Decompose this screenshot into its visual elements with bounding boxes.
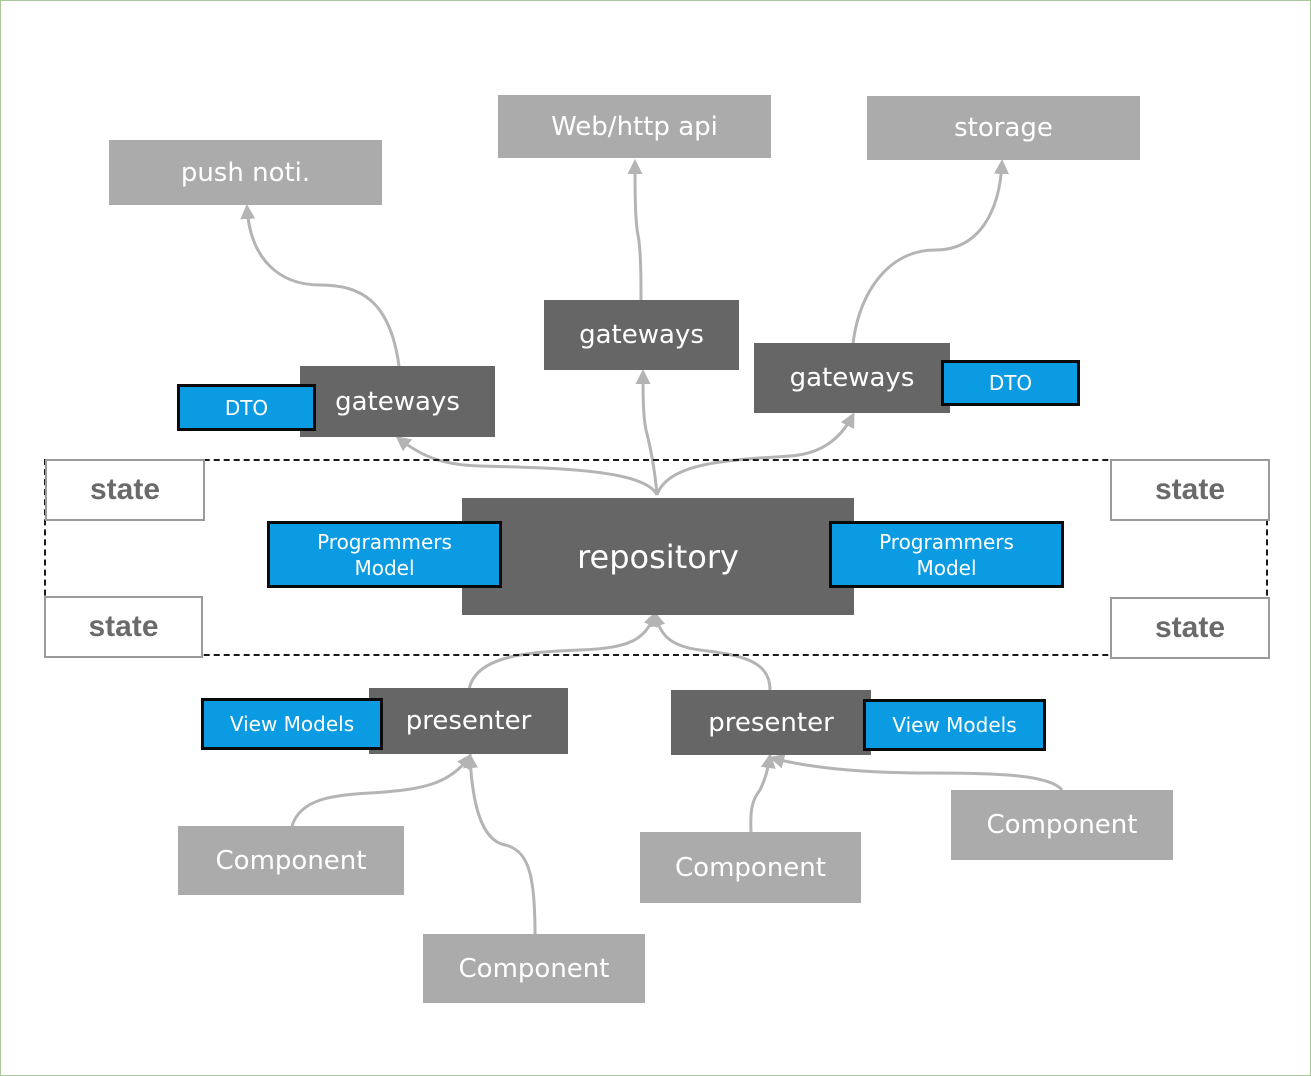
programmers-model-left: Programmers Model bbox=[267, 521, 502, 588]
arrow-component3-to-presenter-right bbox=[749, 753, 776, 833]
state-boundary bbox=[44, 459, 1268, 656]
arrow-component4-to-presenter-right bbox=[769, 753, 1064, 792]
arrow-repo-to-gateway-right bbox=[655, 412, 855, 496]
arrow-presenter-right-to-repo bbox=[650, 611, 772, 691]
component-1: Component bbox=[178, 826, 404, 895]
component-label: Component bbox=[458, 953, 610, 984]
dto-left-label: DTO bbox=[224, 395, 269, 420]
storage-box: storage bbox=[867, 96, 1140, 160]
arrow-gateway-center-to-web bbox=[627, 159, 643, 301]
state-top-left: state bbox=[45, 459, 205, 521]
presenter-left-label: presenter bbox=[405, 706, 532, 736]
dto-right: DTO bbox=[941, 360, 1080, 406]
state-bottom-right: state bbox=[1110, 597, 1270, 659]
view-models-right: View Models bbox=[863, 699, 1046, 751]
gateway-left: gateways bbox=[300, 366, 495, 437]
arrow-repo-to-gateway-left bbox=[395, 436, 659, 496]
repository-box: repository bbox=[462, 498, 854, 615]
state-label: state bbox=[1154, 473, 1226, 506]
component-label: Component bbox=[675, 852, 826, 883]
view-models-left: View Models bbox=[201, 698, 383, 750]
arrow-repo-to-gateway-center bbox=[635, 369, 659, 496]
gateway-center: gateways bbox=[544, 300, 739, 370]
programmers-model-right: Programmers Model bbox=[829, 521, 1064, 588]
gateway-right-label: gateways bbox=[789, 363, 915, 393]
component-label: Component bbox=[215, 845, 367, 876]
gateway-center-label: gateways bbox=[579, 320, 704, 350]
arrow-gateway-right-to-storage bbox=[851, 159, 1009, 344]
dto-right-label: DTO bbox=[988, 371, 1033, 395]
presenter-right-label: presenter bbox=[708, 707, 834, 738]
state-label: state bbox=[89, 473, 161, 506]
component-2: Component bbox=[423, 934, 645, 1003]
component-3: Component bbox=[640, 832, 861, 903]
gateway-left-label: gateways bbox=[335, 386, 460, 417]
view-models-right-label: View Models bbox=[892, 713, 1017, 737]
view-models-left-label: View Models bbox=[229, 712, 355, 736]
web-api-box: Web/http api bbox=[498, 95, 771, 158]
push-notification-label: push noti. bbox=[180, 157, 311, 188]
dto-left: DTO bbox=[177, 384, 316, 431]
presenter-left: presenter bbox=[369, 688, 568, 754]
state-top-right: state bbox=[1110, 459, 1270, 521]
arrow-presenter-left-to-repo bbox=[467, 611, 658, 691]
programmers-model-right-label: Programmers Model bbox=[879, 529, 1014, 580]
arrow-component1-to-presenter-left bbox=[290, 753, 472, 827]
state-bottom-left: state bbox=[44, 596, 203, 658]
gateway-right: gateways bbox=[754, 343, 950, 413]
programmers-model-left-label: Programmers Model bbox=[317, 529, 452, 580]
repository-label: repository bbox=[577, 537, 739, 576]
arrow-component2-to-presenter-left bbox=[463, 753, 537, 935]
state-label: state bbox=[88, 610, 159, 643]
component-4: Component bbox=[951, 790, 1173, 860]
storage-label: storage bbox=[954, 113, 1053, 143]
component-label: Component bbox=[986, 810, 1138, 840]
presenter-right: presenter bbox=[671, 690, 871, 755]
arrow-gateway-left-to-push bbox=[240, 204, 401, 367]
push-notification-box: push noti. bbox=[109, 140, 382, 205]
web-api-label: Web/http api bbox=[551, 111, 718, 142]
state-label: state bbox=[1154, 611, 1226, 644]
